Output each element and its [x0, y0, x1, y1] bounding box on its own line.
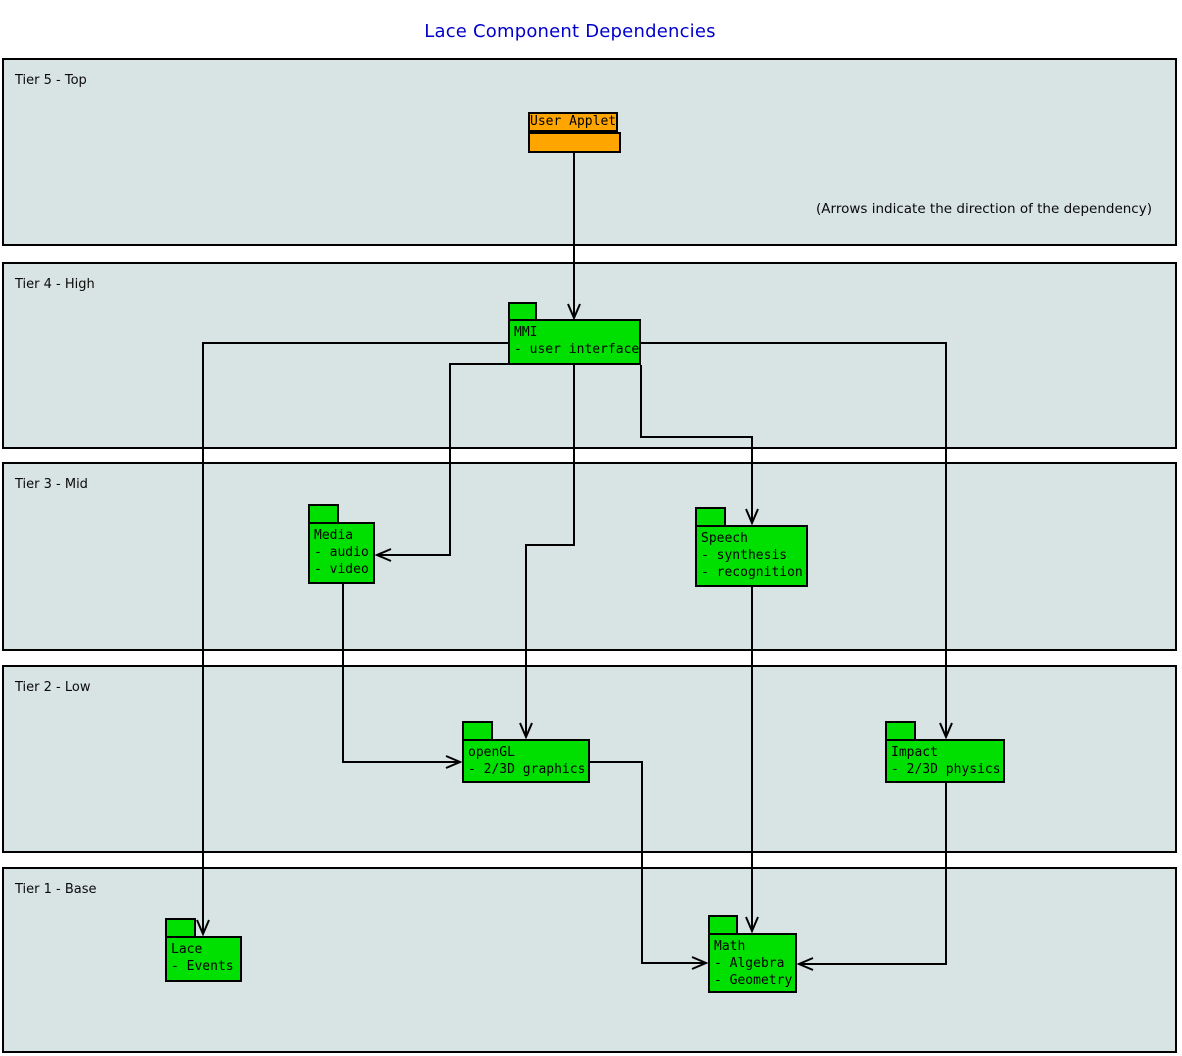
node-media-label: Media	[314, 528, 354, 543]
tier-3-mid: Tier 3 - Mid	[2, 462, 1177, 651]
tier-2-low-label: Tier 2 - Low	[15, 680, 91, 695]
node-mmi-label: MMI	[514, 325, 538, 340]
node-speech-body: Speech - synthesis - recognition	[695, 525, 808, 587]
node-speech-detail: - recognition	[701, 565, 803, 580]
node-user-applet-body	[528, 132, 621, 153]
node-mmi-detail: - user interface	[514, 342, 640, 357]
node-lace-tab	[165, 918, 196, 938]
node-math-tab	[708, 915, 738, 935]
tier-1-base-label: Tier 1 - Base	[15, 882, 97, 897]
node-speech-label: Speech	[701, 531, 748, 546]
node-lace-label: Lace	[171, 942, 203, 957]
node-impact-detail: - 2/3D physics	[891, 762, 1001, 777]
node-media-body: Media - audio - video	[308, 522, 375, 584]
edge-impact-to-math	[799, 783, 947, 964]
node-media-tab	[308, 504, 339, 524]
node-math-detail: - Algebra	[714, 956, 785, 971]
node-speech-tab	[695, 507, 726, 527]
edge-opengl-to-math	[590, 761, 706, 963]
node-math-body: Math - Algebra - Geometry	[708, 933, 797, 993]
node-media-detail: - video	[314, 562, 369, 577]
legend-note: (Arrows indicate the direction of the de…	[816, 201, 1152, 217]
node-impact-tab	[885, 721, 916, 741]
edge-mmi-to-opengl	[526, 365, 575, 737]
tier-3-mid-label: Tier 3 - Mid	[15, 477, 88, 492]
node-mmi-body: MMI - user interface	[508, 319, 641, 365]
edge-media-to-opengl	[342, 584, 460, 762]
edge-mmi-to-media	[377, 363, 508, 555]
tier-4-high-label: Tier 4 - High	[15, 277, 95, 292]
node-math-detail: - Geometry	[714, 973, 793, 988]
edge-mmi-to-impact	[641, 342, 946, 737]
node-lace-body: Lace - Events	[165, 936, 242, 982]
node-lace-detail: - Events	[171, 959, 234, 974]
node-impact-label: Impact	[891, 745, 938, 760]
node-math-label: Math	[714, 939, 746, 954]
node-opengl-body: openGL - 2/3D graphics	[462, 739, 590, 783]
node-user-applet-tab: User Applet	[528, 112, 618, 132]
node-opengl-detail: - 2/3D graphics	[468, 762, 586, 777]
node-mmi-tab	[508, 302, 537, 321]
node-impact-body: Impact - 2/3D physics	[885, 739, 1005, 783]
node-opengl-label: openGL	[468, 745, 515, 760]
node-opengl-tab	[462, 721, 493, 741]
tier-5-top-label: Tier 5 - Top	[15, 73, 87, 88]
node-media-detail: - audio	[314, 545, 369, 560]
node-user-applet-label: User Applet	[530, 114, 617, 129]
node-speech-detail: - synthesis	[701, 548, 788, 563]
edge-mmi-to-speech	[640, 365, 752, 523]
edge-mmi-to-lace	[203, 342, 508, 934]
diagram-title: Lace Component Dependencies	[424, 21, 716, 42]
